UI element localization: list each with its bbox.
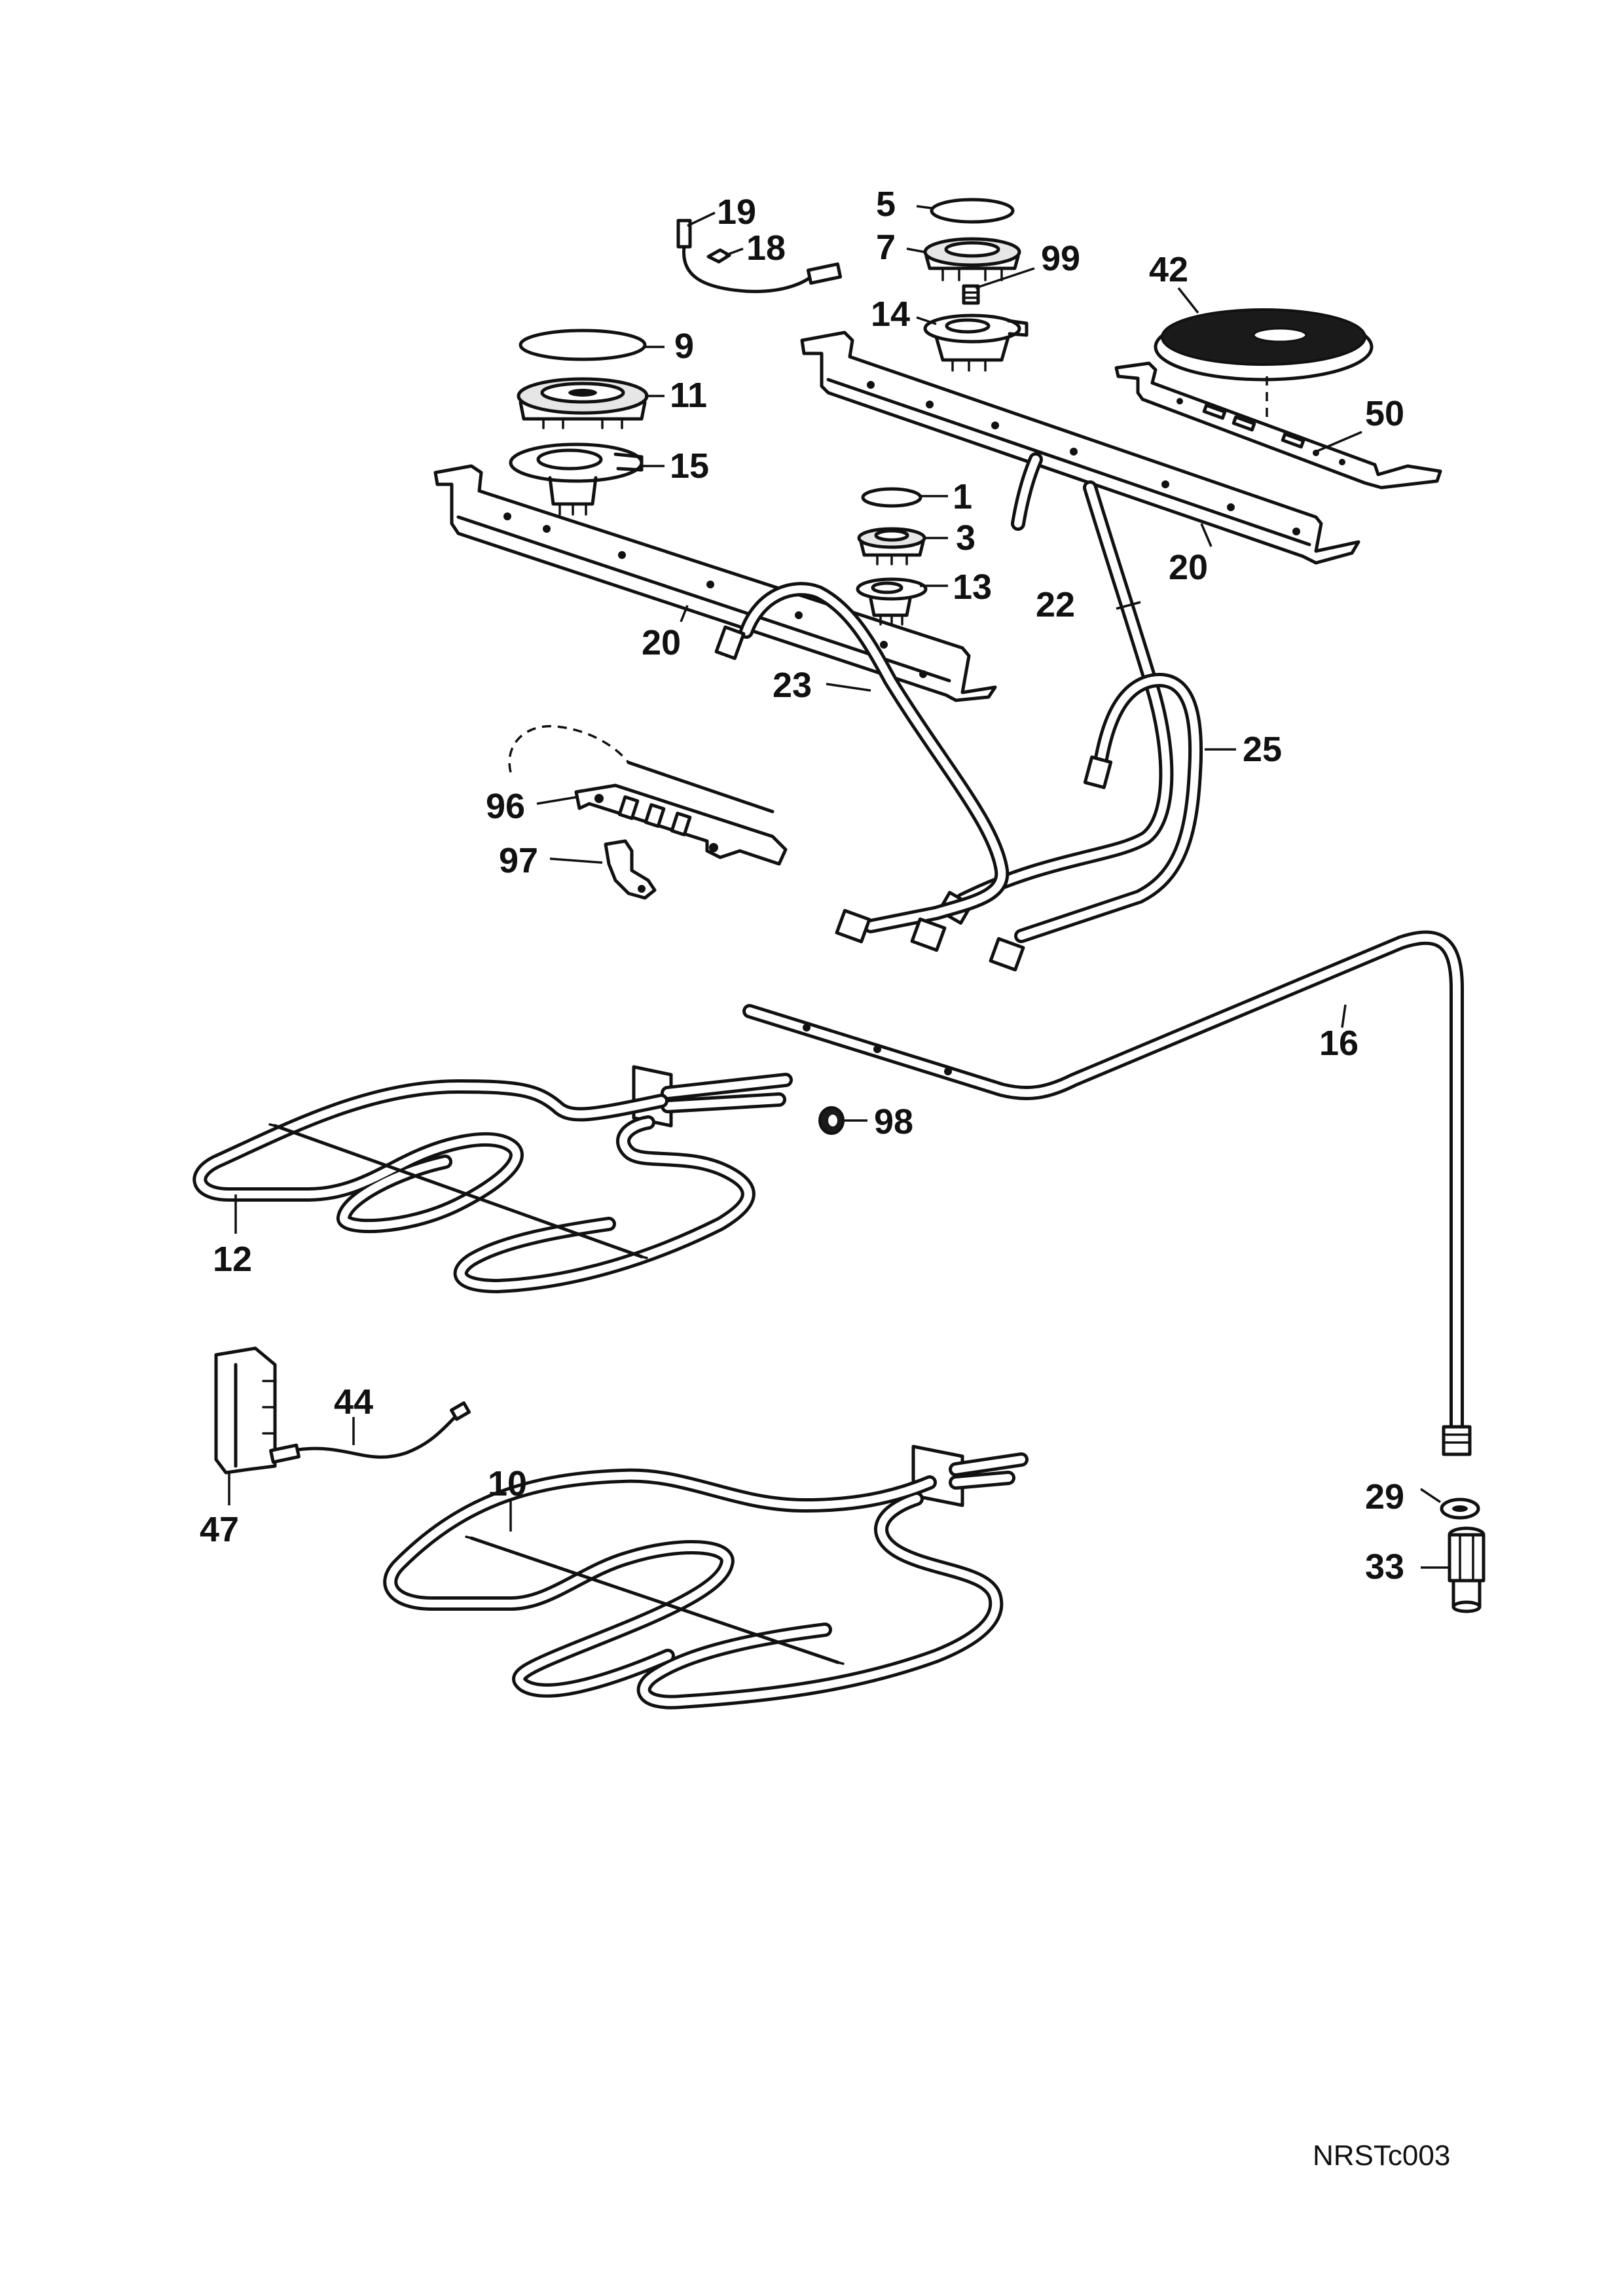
callout-42: 42 (1149, 250, 1188, 289)
part-terminal-block (214, 1346, 277, 1490)
part-gas-pipe-23 (714, 582, 1010, 944)
callout-5: 5 (876, 185, 896, 224)
part-burner-base-small (856, 577, 928, 626)
callout-13: 13 (953, 567, 992, 607)
part-burner-cap-large (519, 329, 647, 361)
part-grommet (818, 1106, 845, 1135)
callout-50: 50 (1365, 394, 1404, 433)
callout-3: 3 (956, 518, 976, 558)
callout-99: 99 (1041, 239, 1080, 278)
part-grill-element (192, 1065, 793, 1293)
part-thermocouple (676, 219, 843, 293)
part-gas-pipe-22 (938, 452, 1174, 925)
part-oven-element (383, 1444, 1029, 1710)
callout-96: 96 (486, 787, 525, 826)
part-gas-pipe-16 (742, 930, 1472, 1456)
part-hotplate (1154, 308, 1374, 432)
part-ignition-cam (604, 839, 657, 900)
callout-10: 10 (488, 1464, 527, 1503)
callout-25: 25 (1243, 730, 1282, 769)
part-washer (1440, 1498, 1480, 1520)
part-ignition-switch (508, 725, 788, 866)
callout-15: 15 (670, 446, 709, 486)
callout-98: 98 (874, 1102, 913, 1141)
callout-11: 11 (670, 376, 707, 415)
callout-23: 23 (773, 666, 812, 705)
callout-12: 12 (213, 1240, 252, 1279)
part-gas-pipe-25 (910, 673, 1203, 972)
callout-16: 16 (1319, 1024, 1359, 1063)
callout-47: 47 (200, 1510, 239, 1549)
part-burner-crown-small (857, 527, 926, 565)
part-burner-base-medium (923, 314, 1029, 372)
callout-7: 7 (876, 228, 896, 267)
part-burner-base-large (509, 442, 644, 516)
callout-9: 9 (674, 327, 694, 366)
callout-33: 33 (1365, 1547, 1404, 1587)
part-bracket-right (800, 331, 1360, 565)
leader-lines (228, 205, 1448, 1569)
part-burner-cap-medium (930, 198, 1015, 224)
callout-97: 97 (499, 841, 538, 880)
callout-20-right: 20 (1169, 548, 1208, 587)
callout-19: 19 (717, 192, 756, 232)
diagram-reference: NRSTc003 (1313, 2140, 1450, 2172)
callout-labels: 19 18 5 7 99 42 14 9 11 50 15 1 3 13 20 … (200, 185, 1404, 1587)
callout-22: 22 (1036, 585, 1075, 624)
callout-44: 44 (334, 1382, 373, 1422)
part-hotplate-bracket (1114, 361, 1442, 490)
callout-20-left: 20 (642, 623, 681, 662)
callout-18: 18 (746, 228, 786, 268)
callout-1: 1 (953, 477, 972, 516)
part-union-nut (1448, 1526, 1486, 1613)
part-burner-cap-small (861, 487, 922, 508)
part-burner-crown-medium (923, 237, 1021, 281)
part-wiring-lead (269, 1401, 471, 1464)
callout-14: 14 (871, 295, 910, 334)
callout-29: 29 (1365, 1477, 1404, 1516)
part-injector-99 (962, 284, 980, 305)
part-burner-crown-large (517, 377, 649, 429)
